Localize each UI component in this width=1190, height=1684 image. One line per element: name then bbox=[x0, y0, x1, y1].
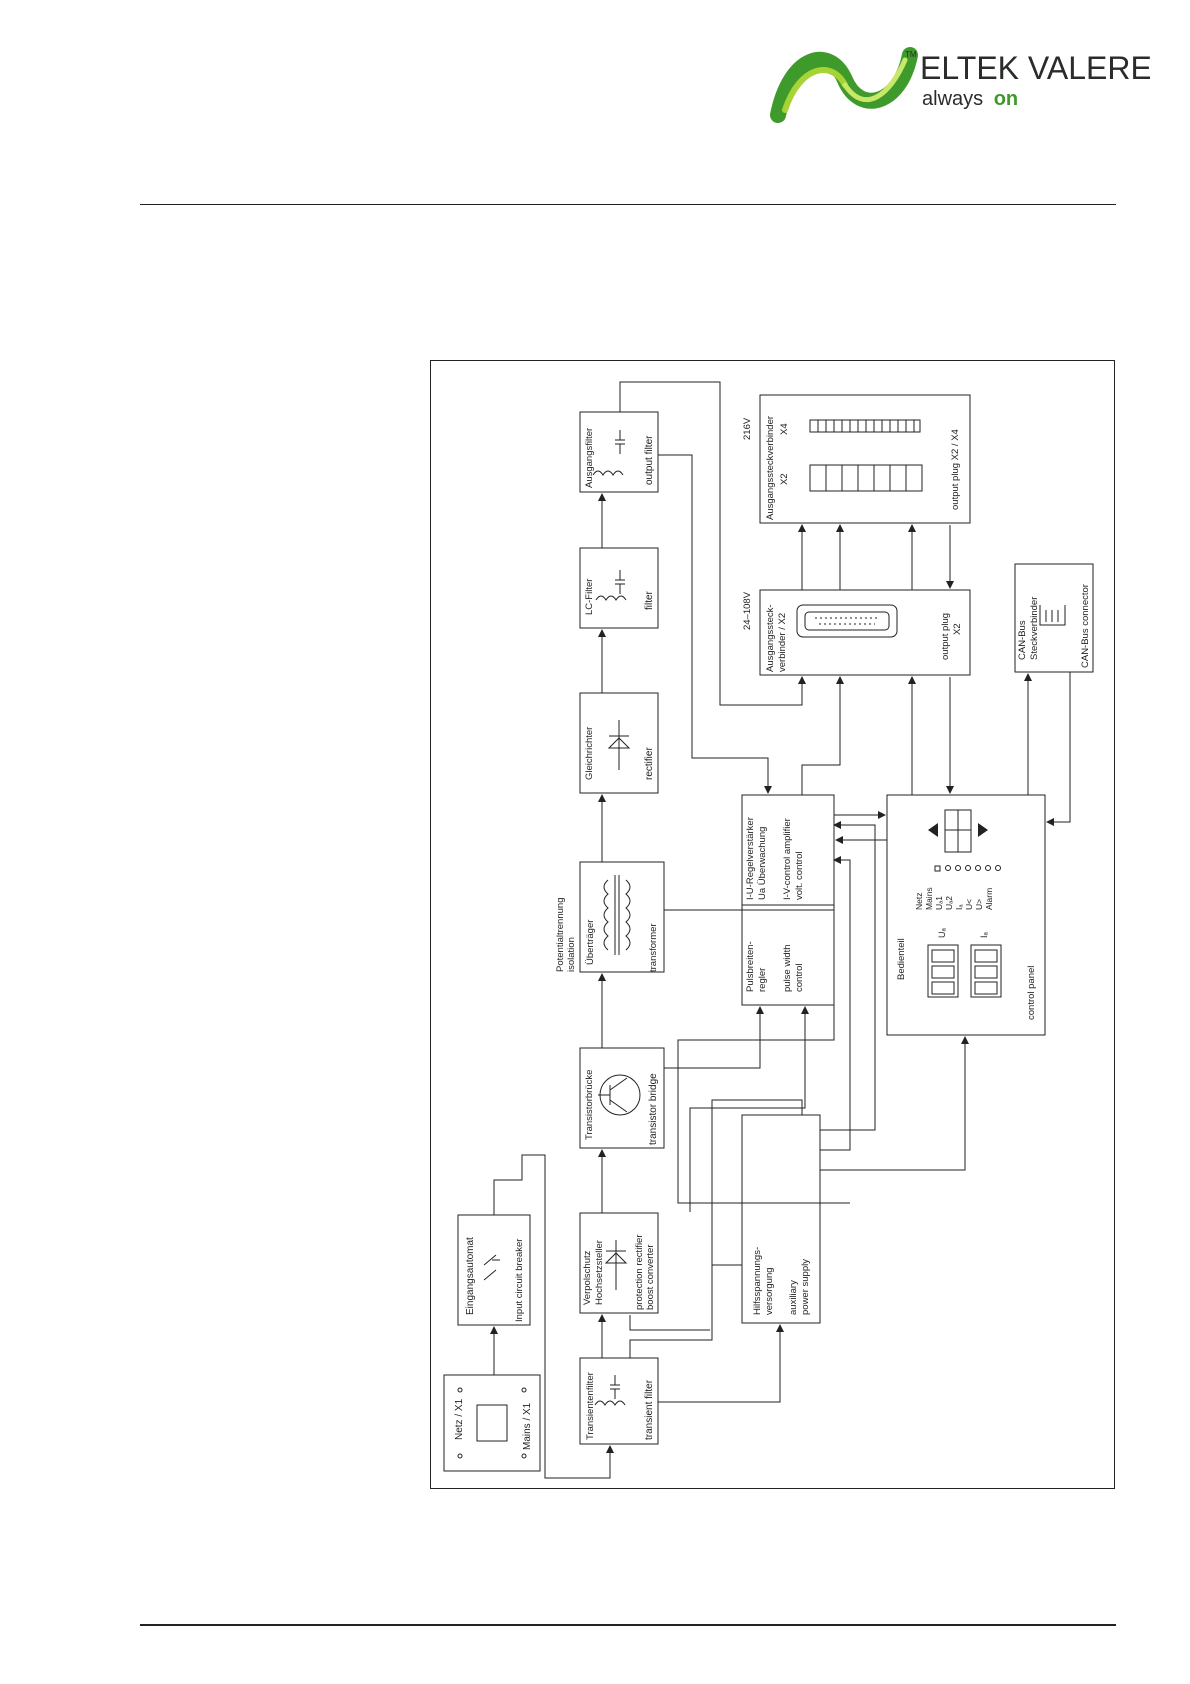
led-label-ia: Iₐ bbox=[954, 904, 964, 910]
amp-label-de2: Ua Überwachung bbox=[757, 827, 768, 900]
display-current bbox=[970, 944, 1002, 998]
block-pwm-control: Pulsbreiten- regler pulse width control bbox=[741, 904, 835, 1006]
led-label-netz: Netz bbox=[914, 893, 924, 910]
isolation-label-en: isolation bbox=[566, 937, 577, 972]
pwm-label-de2: regler bbox=[757, 968, 768, 992]
panel-label-de: Bedienteil bbox=[896, 938, 907, 980]
transient-label-de: Transientenfilter bbox=[585, 1372, 596, 1440]
diagram-frame bbox=[430, 360, 1115, 1489]
plug-x4-x4-label: X4 bbox=[779, 423, 790, 435]
breaker-label-en: Input circuit breaker bbox=[514, 1239, 525, 1322]
pwm-label-de1: Pulsbreiten- bbox=[745, 941, 756, 992]
aux-label-de2: versorgung bbox=[764, 1267, 775, 1315]
block-input-breaker: Eingangsautomat Input circuit breaker bbox=[457, 1214, 531, 1326]
block-boost-converter: Verpolschutz Hochsetzsteller protection … bbox=[579, 1212, 659, 1314]
block-control-panel: Uₐ Iₐ Netz Mains Uₐ1 Uₐ2 Iₐ U< U> Alarm … bbox=[886, 794, 1046, 1036]
mains-label-de: Netz / X1 bbox=[454, 1398, 465, 1440]
led-label-alarm: Alarm bbox=[984, 888, 994, 910]
boost-label-en1: protection rectifier bbox=[634, 1234, 645, 1310]
logo-name: ELTEK VALERE bbox=[920, 50, 1150, 86]
logo-slogan-emphasis: on bbox=[994, 88, 1018, 110]
transformer-label-de: Überträger bbox=[585, 920, 596, 965]
breaker-label-de: Eingangsautomat bbox=[465, 1237, 476, 1315]
aux-label-en2: power supply bbox=[800, 1259, 811, 1315]
rectifier-label-de: Gleichrichter bbox=[584, 727, 595, 780]
block-lc-filter: LC-Filter filter bbox=[579, 547, 659, 629]
output-filter-label-en: output filter bbox=[644, 435, 655, 485]
display-voltage bbox=[927, 944, 959, 998]
led-indicators bbox=[934, 865, 1001, 872]
led-label-uover: U> bbox=[974, 899, 984, 910]
panel-label-en: control panel bbox=[1026, 966, 1037, 1020]
output-filter-label-de: Ausgangsfilter bbox=[584, 428, 595, 488]
plug-x2-label-de1: Ausgangssteck- bbox=[765, 604, 776, 672]
plug-x2-voltage: 24–108V bbox=[742, 591, 753, 630]
block-rectifier: Gleichrichter rectifier bbox=[579, 692, 659, 794]
block-transient-filter: Transientenfilter transient filter bbox=[579, 1357, 659, 1445]
boost-label-de2: Hochsetzsteller bbox=[594, 1240, 605, 1305]
logo-slogan-prefix: always bbox=[922, 88, 983, 110]
block-transistor-bridge: Transistorbrücke transistor bridge bbox=[579, 1047, 665, 1149]
svg-text:always on: always on bbox=[922, 88, 1018, 110]
plug-x2-label-en1: output plug bbox=[940, 613, 951, 660]
mains-label-en: Mains / X1 bbox=[522, 1402, 533, 1450]
bridge-label-en: transistor bridge bbox=[648, 1073, 659, 1145]
block-auxiliary-supply: Hilfsspannungs- versorgung auxiliary pow… bbox=[741, 1114, 821, 1324]
isolation-label-de: Potentialtrennung bbox=[555, 898, 566, 972]
rectifier-label-en: rectifier bbox=[644, 747, 655, 780]
eltek-valere-logo: TM ELTEK VALERE always on bbox=[770, 35, 1152, 125]
led-label-ua2: Uₐ2 bbox=[944, 896, 954, 910]
canbus-label-de2: Steckverbinder bbox=[1029, 597, 1040, 660]
amp-label-en1: I-V-control amplifier bbox=[782, 818, 793, 900]
header-rule bbox=[140, 204, 1116, 205]
transient-label-en: transient filter bbox=[644, 1379, 655, 1440]
lc-filter-label-de: LC-Filter bbox=[584, 579, 595, 615]
pwm-label-en1: pulse width bbox=[782, 944, 793, 992]
led-label-ua1: Uₐ1 bbox=[934, 896, 944, 910]
led-label-uunder: U< bbox=[964, 899, 974, 910]
logo-swoosh-icon bbox=[770, 47, 918, 123]
panel-buttons bbox=[928, 809, 988, 853]
block-output-plug-x2: 24–108V Ausgangssteck- verbinder / X2 ou… bbox=[742, 589, 971, 676]
logo-trademark: TM bbox=[905, 50, 917, 59]
amp-label-en2: volt. control bbox=[794, 851, 805, 900]
display-ia-label: Iₐ bbox=[979, 931, 989, 938]
aux-label-de1: Hilfsspannungs- bbox=[752, 1247, 763, 1315]
block-diagram: Netz / X1 Mains / X1 Eingangsautomat Inp… bbox=[430, 360, 1116, 1490]
block-output-plug-x2-x4: 216V Ausgangssteckverbinder X2 X4 output… bbox=[742, 394, 971, 524]
arrow-up-icon bbox=[928, 823, 938, 837]
pwm-label-en2: control bbox=[794, 963, 805, 992]
block-transformer: Überträger transformer Potentialtrennung… bbox=[555, 861, 665, 973]
boost-label-de1: Verpolschutz bbox=[582, 1250, 593, 1305]
arrow-down-icon bbox=[978, 823, 988, 837]
transformer-label-en: transformer bbox=[648, 923, 659, 972]
aux-label-en1: auxiliary bbox=[788, 1280, 799, 1315]
amp-label-de1: I-U-Regelverstärker bbox=[745, 817, 756, 900]
plug-x2-label-en2: X2 bbox=[952, 623, 963, 635]
plug-x4-voltage: 216V bbox=[742, 417, 753, 440]
block-mains: Netz / X1 Mains / X1 bbox=[443, 1374, 541, 1472]
led-label-mains: Mains bbox=[924, 887, 934, 910]
display-ua-label: Uₐ bbox=[937, 928, 947, 938]
signal-lines bbox=[490, 381, 1071, 1479]
plug-x4-label-en: output plug X2 / X4 bbox=[950, 429, 961, 510]
canbus-label-en: CAN-Bus connector bbox=[1080, 584, 1091, 668]
plug-x4-x2-label: X2 bbox=[779, 473, 790, 485]
block-canbus-connector: CAN-Bus Steckverbinder CAN-Bus connector bbox=[1014, 563, 1094, 673]
block-output-filter: Ausgangsfilter output filter bbox=[579, 411, 659, 493]
boost-label-en2: boost converter bbox=[645, 1245, 656, 1310]
lc-filter-label-en: filter bbox=[644, 590, 655, 610]
canbus-label-de1: CAN-Bus bbox=[1017, 620, 1028, 660]
bridge-label-de: Transistorbrücke bbox=[584, 1070, 595, 1140]
plug-x2-label-de2: verbinder / X2 bbox=[777, 613, 788, 672]
footer-rule bbox=[140, 1624, 1116, 1626]
plug-x4-label-de: Ausgangssteckverbinder bbox=[765, 416, 776, 520]
block-control-amplifier: I-U-Regelverstärker Ua Überwachung I-V-c… bbox=[741, 794, 835, 906]
